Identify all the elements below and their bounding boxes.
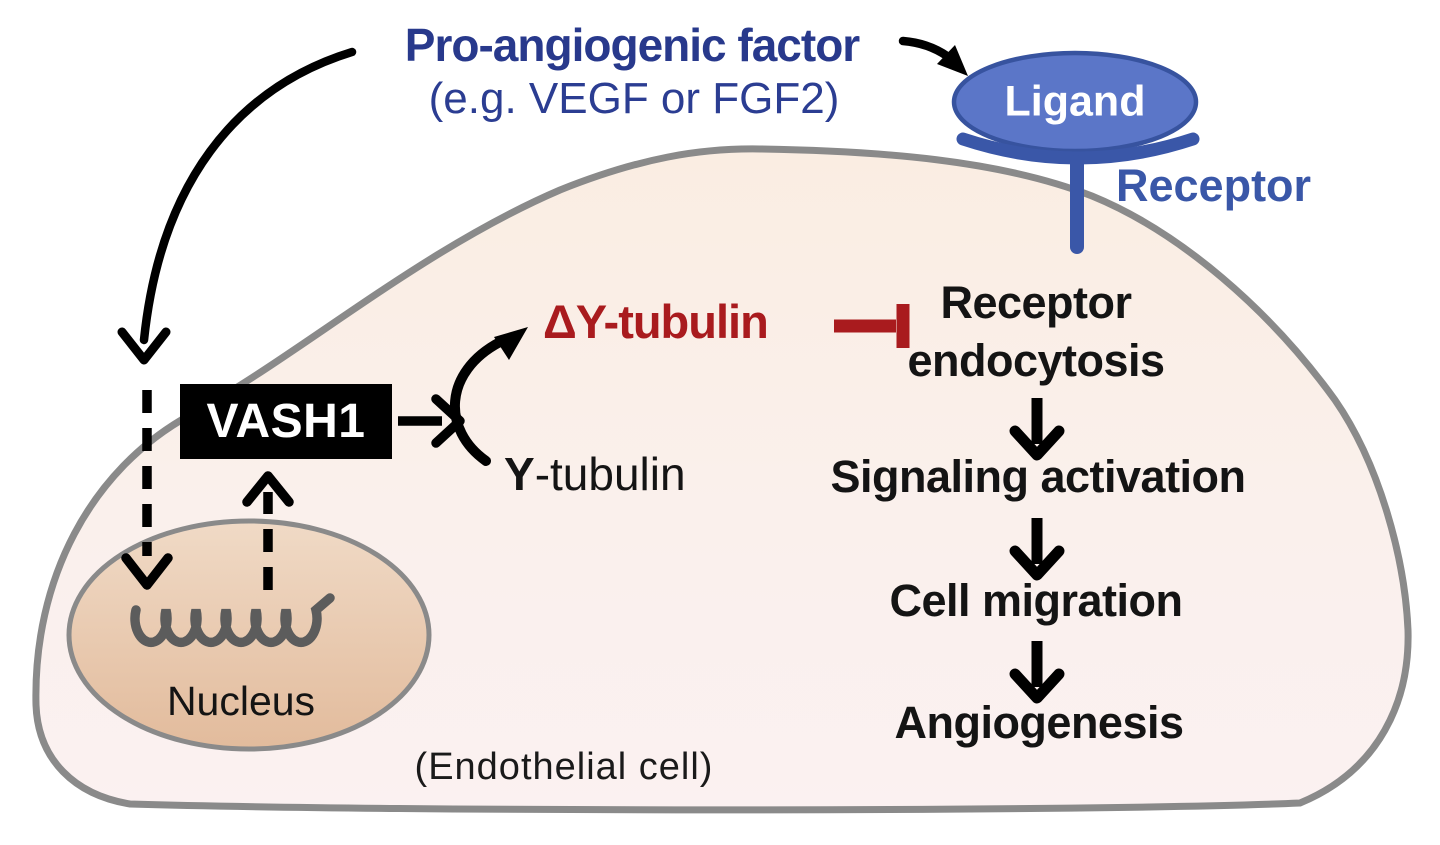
y-tubulin-suffix: -tubulin [534, 448, 686, 500]
receptor-label: Receptor [1116, 160, 1312, 211]
pro-angiogenic-factor-examples: (e.g. VEGF or FGF2) [428, 74, 840, 123]
ligand-shape [951, 50, 1199, 154]
vash1-label: VASH1 [206, 395, 366, 448]
down-arrow-3-head [1009, 668, 1065, 704]
angiogenesis-label: Angiogenesis [894, 697, 1184, 748]
signal-to-nucleus-arrowhead [121, 553, 173, 590]
signaling-activation-label: Signaling activation [830, 451, 1246, 502]
y-tubulin-label: Y-tubulin [504, 450, 686, 498]
factor-to-ligand-arrow [898, 36, 952, 61]
endothelial-cell-caption: (Endothelial cell) [414, 746, 714, 788]
nucleus-label: Nucleus [166, 678, 316, 724]
receptor-endocytosis-label: Receptor endocytosis [907, 277, 1165, 386]
pro-angiogenic-factor-title: Pro-angiogenic factor [404, 19, 860, 71]
tubulin-conversion-arrowhead [494, 327, 528, 360]
vash1-box: VASH1 [180, 384, 392, 459]
factor-to-cell-arrowhead [117, 327, 171, 365]
ligand-label: Ligand [1004, 77, 1146, 126]
down-arrow-2-head [1009, 545, 1065, 581]
delta-y-tubulin-label: ΔY-tubulin [543, 295, 769, 348]
dna-coil-icon [130, 593, 335, 648]
factor-to-ligand-arrowhead [937, 45, 968, 76]
tubulin-conversion-arrow [450, 337, 505, 466]
down-arrow-1-head [1009, 425, 1065, 461]
nucleus-to-vash1-arrowhead [242, 471, 294, 507]
cell-migration-label: Cell migration [889, 575, 1183, 626]
factor-to-cell-arrow [139, 47, 357, 345]
y-tubulin-prefix: Y [504, 448, 535, 500]
